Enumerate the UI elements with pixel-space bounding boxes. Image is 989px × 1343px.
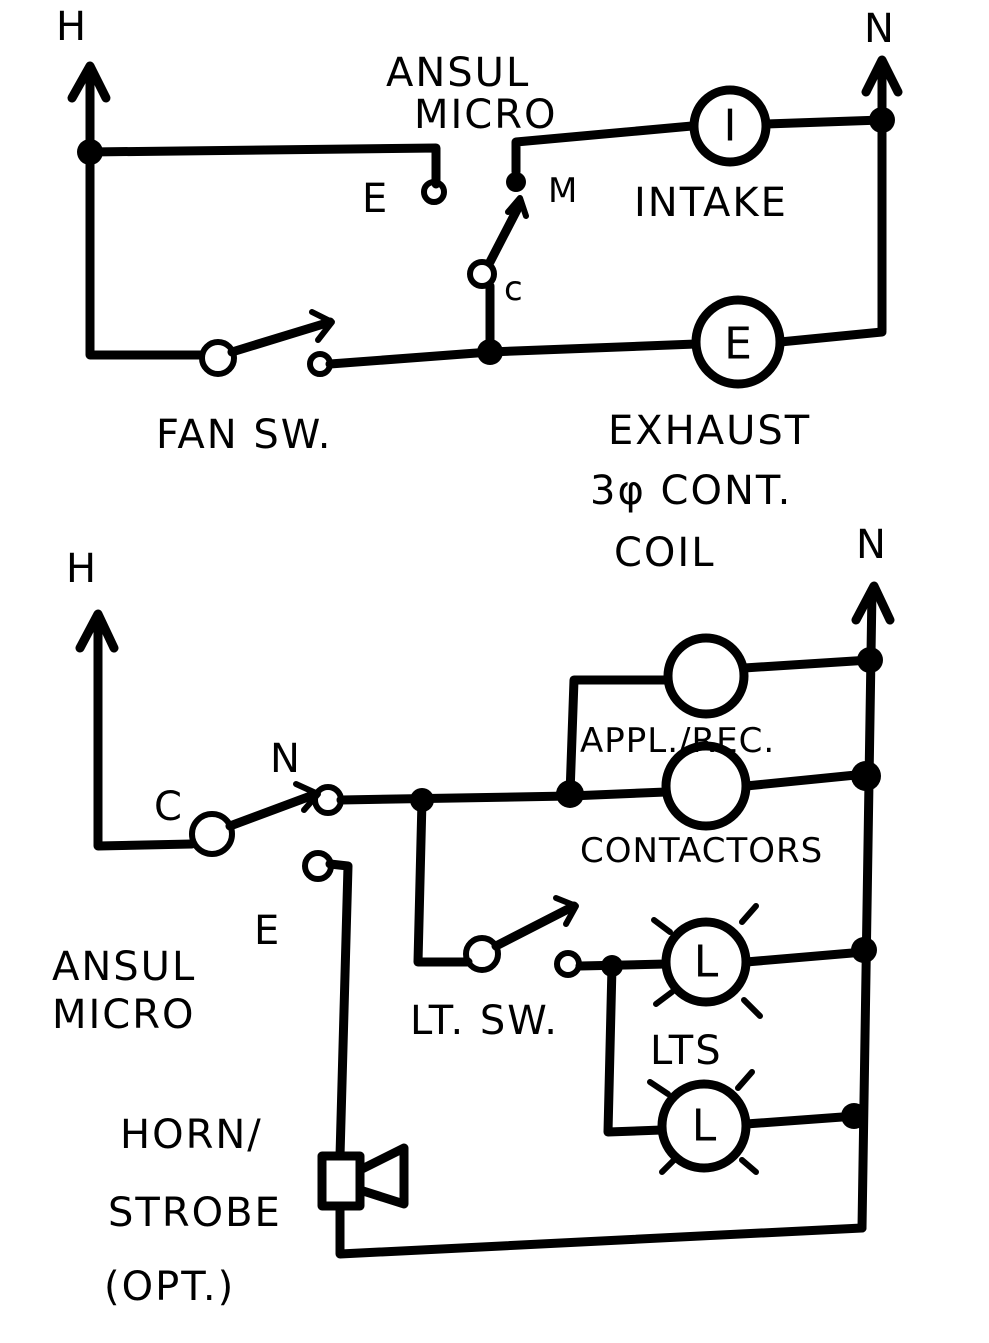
light-2: L bbox=[647, 1069, 759, 1175]
fan-switch bbox=[199, 309, 335, 377]
intake-label: INTAKE bbox=[634, 180, 788, 226]
top-neutral-supply: N bbox=[861, 6, 903, 335]
top-micro-label-2: MICRO bbox=[414, 92, 558, 138]
lights-label: LTS bbox=[650, 1028, 723, 1074]
top-hot-supply: H bbox=[56, 4, 111, 157]
bottom-hot-supply: H bbox=[66, 546, 119, 785]
bottom-wire-to-light-switch bbox=[413, 795, 473, 967]
top-circuit: H N ANSUL MICR bbox=[56, 4, 903, 576]
intake-motor: I bbox=[689, 85, 771, 167]
horn-strobe bbox=[317, 1143, 409, 1211]
bottom-micro-c-label: C bbox=[154, 784, 184, 830]
bottom-wire-light-switch-to-lights bbox=[575, 959, 671, 971]
bottom-circuit: H N C N E ANSUL MICRO bbox=[52, 522, 895, 1310]
top-hot-label: H bbox=[56, 4, 88, 50]
light-1-symbol: L bbox=[694, 937, 719, 988]
bottom-wire-light-2-to-n bbox=[741, 1111, 861, 1129]
bottom-junction-n-3 bbox=[851, 937, 877, 963]
top-micro-c-contact bbox=[467, 259, 497, 289]
horn-label-2: STROBE bbox=[108, 1190, 282, 1236]
bottom-wire-n-to-bus bbox=[336, 787, 671, 805]
bottom-hot-label: H bbox=[66, 546, 98, 592]
bottom-wire-light-1-to-n bbox=[741, 947, 869, 967]
top-micro-m-contact bbox=[506, 172, 526, 192]
top-micro-label-1: ANSUL bbox=[386, 50, 530, 96]
bottom-wire-to-appl bbox=[565, 675, 673, 799]
bottom-wire-h-to-c bbox=[93, 775, 197, 851]
appl-contactor-1 bbox=[663, 633, 749, 719]
exhaust-symbol: E bbox=[724, 319, 752, 370]
top-wire-m-to-intake bbox=[511, 121, 697, 177]
fan-switch-label: FAN SW. bbox=[156, 412, 332, 458]
bottom-wire-horn-to-n bbox=[335, 1201, 867, 1259]
top-wire-fan-switch-to-node bbox=[325, 347, 495, 369]
bottom-micro-label-2: MICRO bbox=[52, 992, 196, 1038]
appl-label: APPL./REC. bbox=[580, 721, 775, 761]
top-junction-h bbox=[77, 139, 103, 165]
top-micro-c-label: c bbox=[504, 269, 524, 309]
light-2-symbol: L bbox=[692, 1101, 717, 1152]
bottom-wire-appl-2-to-n bbox=[741, 769, 871, 791]
horn-label-3: (OPT.) bbox=[104, 1264, 235, 1310]
light-switch bbox=[463, 895, 582, 978]
exhaust-coil: E bbox=[691, 295, 785, 389]
bottom-micro-c-contact bbox=[189, 811, 235, 857]
bottom-wire-e-to-horn bbox=[325, 859, 353, 1161]
bottom-wire-appl-1-to-n bbox=[739, 655, 875, 673]
top-ansul-micro: ANSUL MICRO E M c bbox=[362, 50, 578, 357]
bottom-micro-e-label: E bbox=[254, 908, 281, 954]
bottom-junction-n-1 bbox=[857, 647, 883, 673]
top-junction-n bbox=[869, 107, 895, 133]
intake-symbol: I bbox=[724, 101, 737, 152]
bottom-junction-n-4 bbox=[841, 1103, 867, 1129]
top-wire-node-to-exhaust bbox=[485, 339, 701, 357]
contactors-label: CONTACTORS bbox=[580, 831, 823, 871]
horn-label-1: HORN/ bbox=[120, 1112, 263, 1158]
top-micro-e-contact bbox=[421, 179, 447, 205]
top-micro-e-label: E bbox=[362, 176, 389, 222]
top-micro-m-label: M bbox=[548, 171, 578, 211]
exhaust-label-2: 3φ CONT. bbox=[590, 468, 792, 514]
exhaust-label-1: EXHAUST bbox=[608, 408, 811, 454]
bottom-neutral-label: N bbox=[856, 522, 888, 568]
bottom-junction-n-2 bbox=[851, 761, 881, 791]
exhaust-label-3: COIL bbox=[614, 530, 716, 576]
bottom-micro-label-1: ANSUL bbox=[52, 944, 196, 990]
bottom-ansul-micro: C N E ANSUL MICRO bbox=[52, 736, 344, 1038]
bottom-wire-to-light-2 bbox=[603, 961, 667, 1137]
top-wire-h-to-micro-e bbox=[85, 143, 441, 189]
light-switch-label: LT. SW. bbox=[410, 998, 559, 1044]
bottom-micro-n-label: N bbox=[270, 736, 302, 782]
top-wire-h-to-fan-switch bbox=[85, 147, 205, 360]
top-wire-exhaust-to-n bbox=[775, 327, 887, 347]
top-neutral-label: N bbox=[864, 6, 896, 52]
top-wire-intake-to-n bbox=[761, 115, 887, 129]
